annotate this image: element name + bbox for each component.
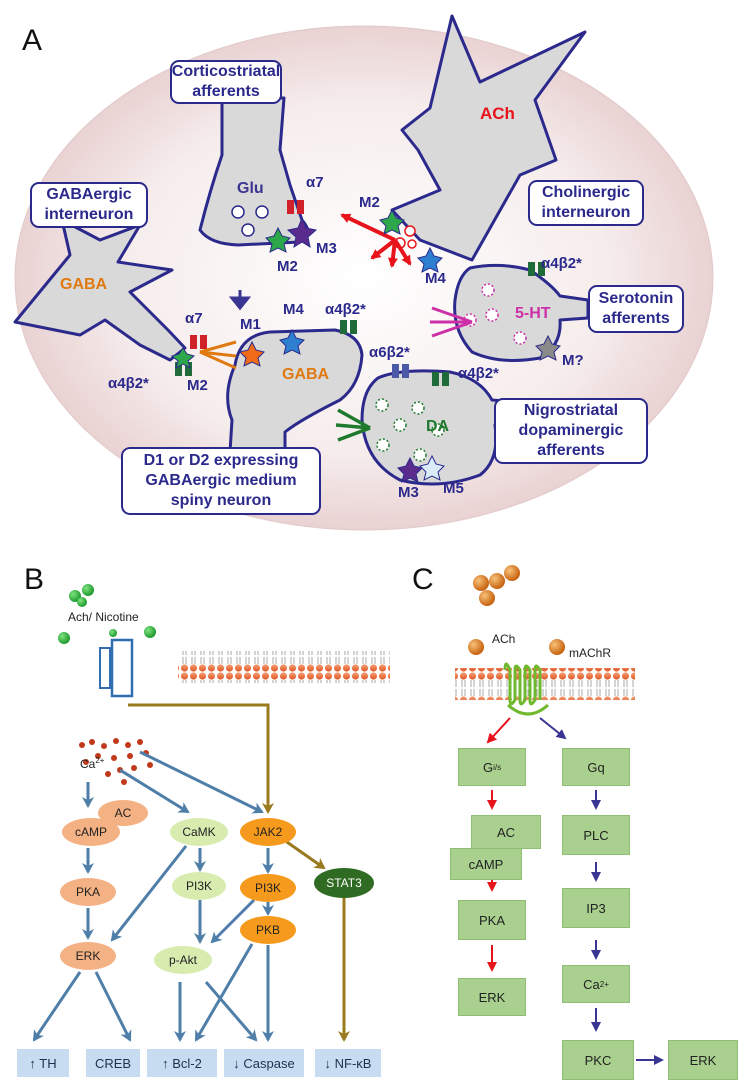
output-caspase: ↓ Caspase <box>224 1049 304 1077</box>
c-erk-right-box: ERK <box>668 1040 738 1080</box>
b-channel-to-jak2 <box>128 703 274 814</box>
c-arrows <box>486 717 664 1065</box>
da-label: DA <box>426 418 450 435</box>
ach-release-arrows <box>340 213 412 268</box>
m1-msn-label: M1 <box>240 316 261 333</box>
output-th: ↑ TH <box>17 1049 69 1077</box>
m4-ach-label: M4 <box>425 270 446 287</box>
c-pkc-box: PKC <box>562 1040 634 1080</box>
b-nicotinic-channel-2 <box>99 647 111 689</box>
m2-gaba-label: M2 <box>187 377 208 394</box>
glu-vesicles <box>231 205 269 237</box>
a6b2-da-label: α6β2* <box>369 344 410 361</box>
c-ac-box: AC <box>471 815 541 849</box>
gaba-msn-label: GABA <box>282 366 330 383</box>
da-vesicles <box>375 398 445 462</box>
b-ligand-dots <box>58 584 156 644</box>
node-camp: cAMP <box>62 818 120 846</box>
m2-glu-label: M2 <box>277 258 298 275</box>
c-receptor-gpcr <box>503 662 542 706</box>
node-pakt: p-Akt <box>154 946 212 974</box>
m4-msn-label: M4 <box>283 301 304 318</box>
gaba-interneuron-label: GABA <box>60 276 108 293</box>
b-nicotinic-channel <box>110 638 134 698</box>
node-stat3: STAT3 <box>314 868 374 898</box>
c-membrane <box>455 668 635 700</box>
a4b2-gaba-label: α4β2* <box>108 375 149 392</box>
node-pi3k: PI3K <box>240 874 296 902</box>
m-sero-label: M? <box>562 352 584 369</box>
b-membrane <box>178 651 390 683</box>
c-ach-balls <box>468 565 565 655</box>
a7-glu-label: α7 <box>306 174 324 191</box>
a4b2-sero-label: α4β2* <box>541 255 582 272</box>
c-ach-label: ACh <box>492 632 516 646</box>
b-ca-dots <box>79 738 153 785</box>
glu-label: Glu <box>237 180 264 197</box>
muscarinic-receptor-icons <box>170 208 561 483</box>
nicotinic-receptor-icons <box>175 200 545 386</box>
ht-release-arrows <box>430 306 473 338</box>
msn-cell <box>226 328 364 454</box>
panel-c-label: C <box>412 563 434 596</box>
cholinergic-interneuron-box: Cholinergic interneuron <box>528 180 644 226</box>
ca-label: Ca2+ <box>80 756 105 771</box>
5ht-label: 5-HT <box>515 305 551 322</box>
m3-da-label: M3 <box>398 484 419 501</box>
c-receptor-base <box>506 703 550 716</box>
c-ip3-box: IP3 <box>562 888 630 928</box>
c-gq-box: Gq <box>562 748 630 786</box>
c-plc-box: PLC <box>562 815 630 855</box>
a4b2-msn-label: α4β2* <box>325 301 366 318</box>
panel-b-label: B <box>24 563 45 596</box>
output-bcl2: ↑ Bcl-2 <box>147 1049 217 1077</box>
node-pkb: PKB <box>240 916 296 944</box>
m2-ach-label: M2 <box>359 194 380 211</box>
node-pi3k-light: PI3K <box>172 872 226 900</box>
node-camk: CaMK <box>170 818 228 846</box>
c-erk-left-box: ERK <box>458 978 526 1016</box>
ach-label: ACh <box>480 104 515 123</box>
nigrostriatal-box: Nigrostriatal dopaminergic afferents <box>494 398 648 464</box>
corticostriatal-box: Corticostriatal afferents <box>170 60 282 104</box>
gabaergic-interneuron-box: GABAergic interneuron <box>30 182 148 228</box>
panel-a-label: A <box>22 24 43 57</box>
c-camp-box: cAMP <box>450 848 522 880</box>
b-stat3-arrows <box>283 838 350 1042</box>
gaba-release-arrows <box>199 340 237 370</box>
output-creb: CREB <box>86 1049 140 1077</box>
msn-input-arrow <box>228 290 252 311</box>
b-arrows <box>32 750 274 1042</box>
a4b2-da-label: α4β2* <box>458 365 499 382</box>
node-pka: PKA <box>60 878 116 906</box>
m3-glu-label: M3 <box>316 240 337 257</box>
node-erk-b: ERK <box>60 942 116 970</box>
c-pka-box: PKA <box>458 900 526 940</box>
ligand-label: Ach/ Nicotine <box>68 610 139 624</box>
da-release-arrows <box>335 408 371 442</box>
output-nfkb: ↓ NF-κB <box>315 1049 381 1077</box>
glutamatergic-terminal <box>198 96 310 247</box>
c-receptor-label: mAChR <box>569 646 612 660</box>
ht-vesicles <box>463 283 527 345</box>
m5-da-label: M5 <box>443 480 464 497</box>
node-jak2: JAK2 <box>240 818 296 846</box>
cholinergic-neuron <box>390 14 587 262</box>
msn-box: D1 or D2 expressing GABAergic medium spi… <box>121 447 321 515</box>
serotonin-afferents-box: Serotonin afferents <box>588 285 684 333</box>
a7-gaba-label: α7 <box>185 310 203 327</box>
